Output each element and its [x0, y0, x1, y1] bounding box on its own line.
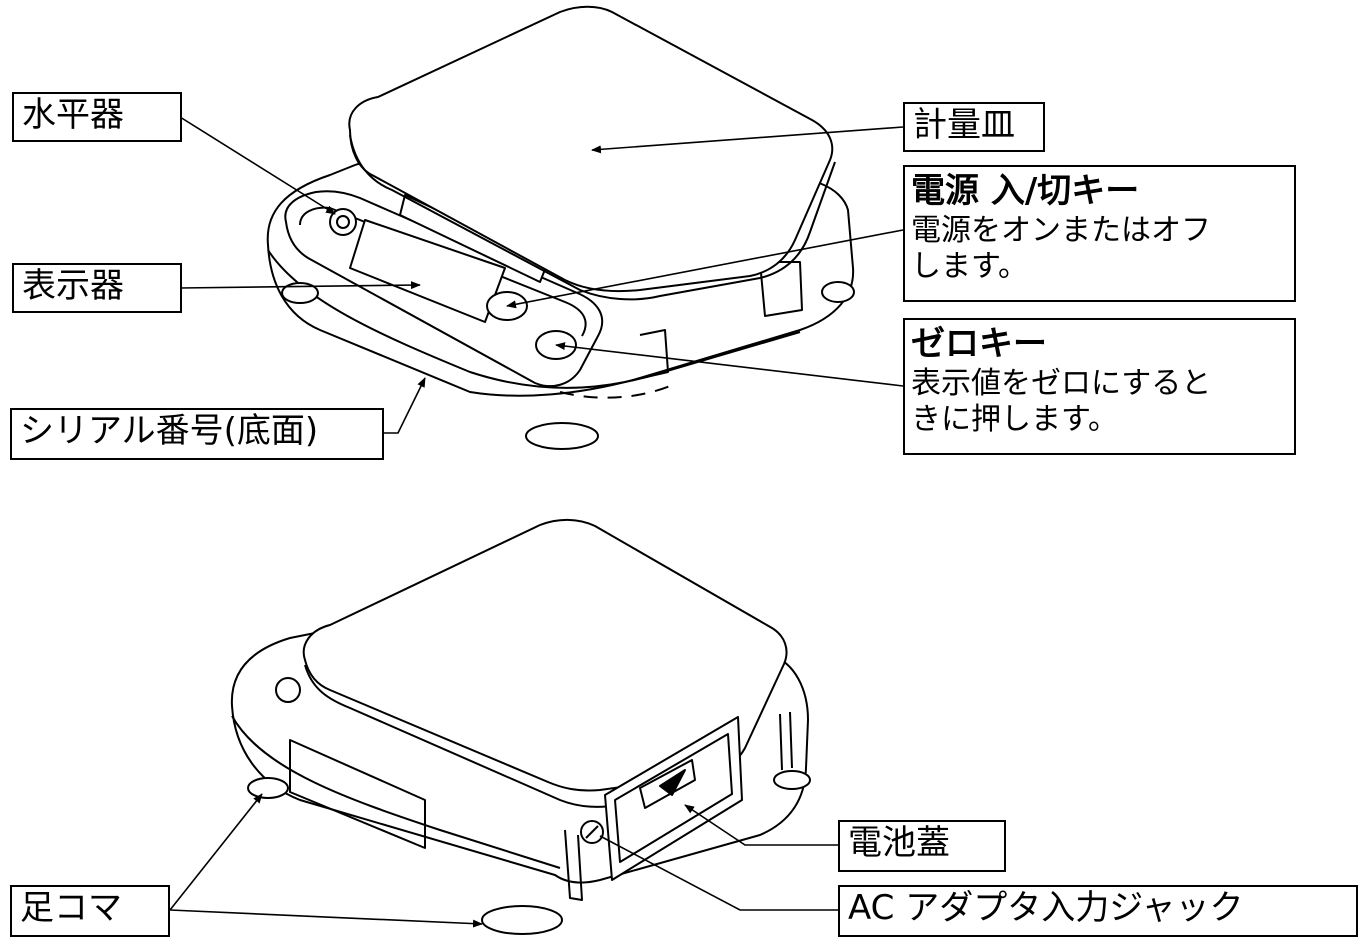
- base-side-panel: [759, 261, 803, 317]
- rear-weighing-pan: [302, 518, 788, 792]
- rear-side-strip: [564, 829, 583, 901]
- label-serial: シリアル番号(底面): [10, 408, 384, 460]
- label-zero-key-desc-line: きに押します。: [911, 402, 1118, 437]
- label-pan: 計量皿: [903, 102, 1045, 152]
- label-zero-key-desc-line: 表示値をゼロにすると: [911, 366, 1212, 401]
- leader-battery-cover: [684, 804, 838, 846]
- label-level: 水平器: [12, 92, 182, 142]
- label-feet: 足コマ: [10, 885, 170, 937]
- rear-vent-1: [779, 713, 783, 771]
- label-zero-key-title: ゼロキー: [911, 324, 1047, 364]
- leader-ac-jack: [599, 835, 838, 911]
- label-zero-key-desc: 表示値をゼロにすると きに押します。: [911, 366, 1288, 438]
- label-power-key-desc-line: します。: [911, 249, 1028, 284]
- weighing-pan-edge: [349, 134, 836, 301]
- label-ac-jack-text: AC アダプタ入力ジャック: [848, 888, 1244, 928]
- label-display-text: 表示器: [22, 266, 124, 306]
- rear-foot-left: [247, 777, 289, 799]
- label-level-text: 水平器: [22, 95, 124, 135]
- level-bubble: [329, 208, 357, 236]
- label-ac-jack: AC アダプタ入力ジャック: [838, 885, 1358, 937]
- label-zero-key: ゼロキー 表示値をゼロにすると きに押します。: [903, 318, 1296, 455]
- foot-front: [525, 422, 599, 450]
- display-window: [349, 219, 506, 323]
- foot-right: [821, 281, 855, 303]
- label-power-key-title: 電源 入/切キー: [911, 171, 1140, 211]
- battery-cover-grip: [659, 769, 686, 796]
- label-power-key-desc-line: 電源をオンまたはオフ: [911, 213, 1211, 248]
- label-display: 表示器: [12, 263, 182, 313]
- label-feet-text: 足コマ: [20, 888, 122, 928]
- weighing-pan: [348, 5, 834, 293]
- leader-feet-1: [169, 793, 263, 911]
- leader-power-key: [506, 229, 904, 309]
- rear-side-panel: [289, 739, 426, 849]
- leader-level: [179, 116, 336, 215]
- scale-front-view: [266, 5, 855, 450]
- label-pan-text: 計量皿: [913, 105, 1015, 145]
- leader-zero-key: [555, 342, 904, 387]
- leader-display: [179, 281, 421, 290]
- level-bubble-inner: [336, 215, 350, 229]
- ac-jack-slot: [585, 825, 599, 839]
- label-serial-text: シリアル番号(底面): [20, 411, 319, 451]
- rear-base-skirt: [231, 715, 561, 869]
- label-power-key-desc: 電源をオンまたはオフ します。: [911, 213, 1288, 285]
- rear-foot-right: [773, 770, 811, 790]
- rear-foot-front: [481, 905, 563, 935]
- leader-feet-2: [169, 909, 483, 928]
- leader-serial: [382, 377, 426, 434]
- label-battery-cover: 電池蓋: [838, 820, 1006, 872]
- base-skirt-dashed: [559, 385, 671, 399]
- battery-cover: [614, 733, 733, 863]
- base-side-panel-2: [639, 329, 669, 379]
- rear-level-window: [275, 677, 301, 703]
- foot-left: [281, 282, 319, 304]
- rear-vent-2: [789, 711, 793, 769]
- leader-pan: [591, 126, 904, 154]
- scale-rear-view: [230, 518, 811, 935]
- label-power-key: 電源 入/切キー 電源をオンまたはオフ します。: [903, 165, 1296, 302]
- leader-lines: [169, 116, 904, 928]
- label-battery-cover-text: 電池蓋: [848, 823, 950, 863]
